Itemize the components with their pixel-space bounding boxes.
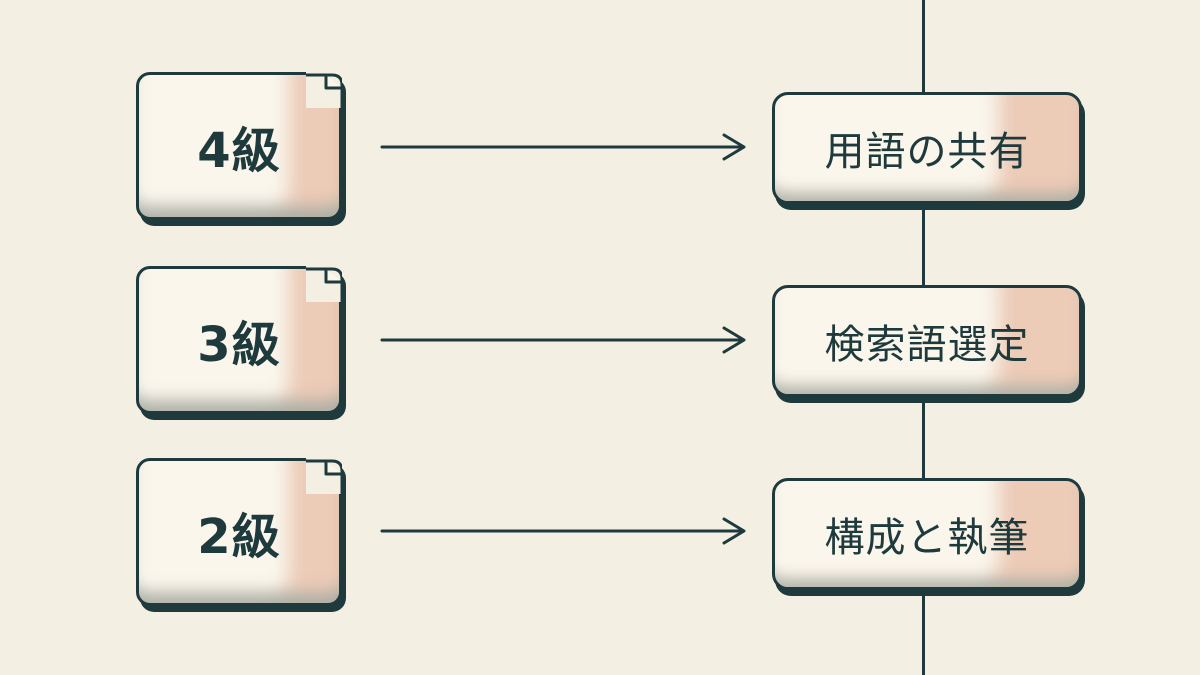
folded-corner-icon (306, 72, 342, 108)
grade-box-2: 2級 (136, 458, 342, 606)
step-box-search-terms: 検索語選定 (772, 285, 1082, 397)
arrow-right-icon (380, 133, 746, 161)
grade-label: 3級 (197, 317, 281, 373)
arrow-right-icon (380, 517, 746, 545)
grade-label: 2級 (197, 509, 281, 565)
step-label: 用語の共有 (824, 129, 1030, 175)
arrow-right-icon (380, 326, 746, 354)
step-box-writing: 構成と執筆 (772, 478, 1082, 590)
grade-box-3: 3級 (136, 266, 342, 414)
step-box-terms: 用語の共有 (772, 92, 1082, 204)
step-label: 検索語選定 (824, 322, 1030, 368)
step-label: 構成と執筆 (824, 515, 1030, 561)
folded-corner-icon (306, 458, 342, 494)
grade-box-4: 4級 (136, 72, 342, 220)
grade-label: 4級 (197, 123, 281, 179)
folded-corner-icon (306, 266, 342, 302)
